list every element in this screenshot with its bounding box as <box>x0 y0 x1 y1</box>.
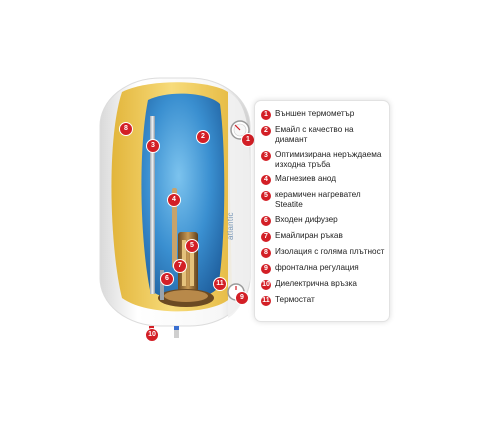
inner-tank <box>141 93 225 300</box>
legend-item: 4 Магнезиев анод <box>261 174 385 185</box>
legend-label: фронтална регулация <box>275 263 359 272</box>
casing-front-panel <box>228 92 250 318</box>
legend-number: 9 <box>261 264 271 274</box>
bottom-flange-top <box>164 290 208 302</box>
legend-label: Изолация с голяма плътност <box>275 247 385 256</box>
legend-number: 6 <box>261 216 271 226</box>
legend-number: 7 <box>261 232 271 242</box>
legend-item: 5 керамичен нагревател Steatite <box>261 190 385 210</box>
marker-7: 7 <box>173 259 187 273</box>
marker-10: 10 <box>145 328 159 342</box>
legend-number: 1 <box>261 110 271 120</box>
legend-item: 10 Диелектрична връзка <box>261 279 385 290</box>
legend-label: Магнезиев анод <box>275 174 337 183</box>
legend-label: керамичен нагревател Steatite <box>275 190 361 209</box>
inlet-diffuser <box>160 270 164 300</box>
brand-logo: atlantic <box>226 212 235 240</box>
legend-number: 5 <box>261 191 271 201</box>
legend-number: 8 <box>261 248 271 258</box>
legend-item: 8 Изолация с голяма плътност <box>261 247 385 258</box>
marker-1: 1 <box>241 133 255 147</box>
legend-item: 1 Външен термометър <box>261 109 385 120</box>
legend-item: 11 Термостат <box>261 295 385 306</box>
marker-3: 3 <box>146 139 160 153</box>
marker-2: 2 <box>196 130 210 144</box>
steatite-element <box>190 240 194 286</box>
legend-label: Диелектрична връзка <box>275 279 357 288</box>
legend-item: 9 фронтална регулация <box>261 263 385 274</box>
legend-item: 6 Входен дифузер <box>261 215 385 226</box>
marker-9: 9 <box>235 291 249 305</box>
water-pipe <box>174 326 179 338</box>
magnesium-anode <box>172 188 177 268</box>
legend-label: Емайл с качество на диамант <box>275 125 354 144</box>
legend-panel: 1 Външен термометър 2 Емайл с качество н… <box>254 100 390 322</box>
legend-label: Външен термометър <box>275 109 355 118</box>
marker-8: 8 <box>119 122 133 136</box>
legend-label: Емайлиран ръкав <box>275 231 343 240</box>
legend-number: 4 <box>261 175 271 185</box>
marker-11: 11 <box>213 277 227 291</box>
legend-number: 11 <box>261 296 271 306</box>
legend-item: 2 Емайл с качество на диамант <box>261 125 385 145</box>
marker-5: 5 <box>185 239 199 253</box>
marker-6: 6 <box>160 272 174 286</box>
legend-number: 10 <box>261 280 271 290</box>
legend-number: 2 <box>261 126 271 136</box>
legend-label: Входен дифузер <box>275 215 338 224</box>
legend-number: 3 <box>261 151 271 161</box>
legend-label: Термостат <box>275 295 315 304</box>
legend-item: 3 Оптимизирана неръждаема изходна тръба <box>261 150 385 170</box>
outlet-pipe <box>150 116 155 294</box>
marker-4: 4 <box>167 193 181 207</box>
legend-item: 7 Емайлиран ръкав <box>261 231 385 242</box>
legend-label: Оптимизирана неръждаема изходна тръба <box>275 150 382 169</box>
